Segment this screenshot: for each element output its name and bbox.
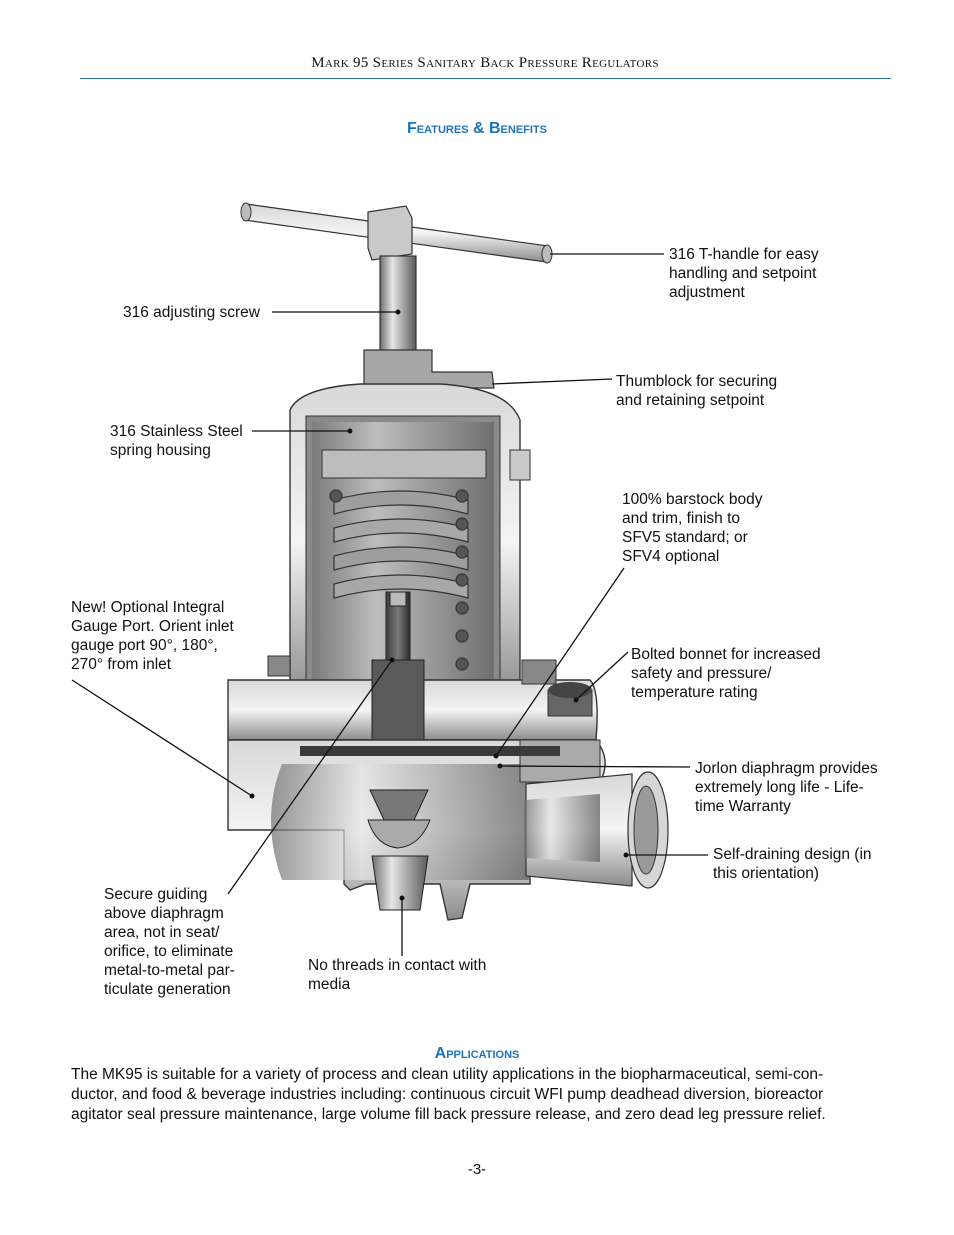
- applications-paragraph: The MK95 is suitable for a variety of pr…: [71, 1066, 826, 1123]
- thumblock-shape: [363, 349, 495, 389]
- features-title: Features & Benefits: [407, 120, 547, 137]
- spring-coils: [329, 489, 469, 671]
- page-number: -3-: [467, 1161, 487, 1178]
- callout-adjusting-screw: 316 adjusting screw: [123, 304, 260, 321]
- callout-leader-lines: [71, 253, 708, 956]
- header-rule: [80, 78, 891, 79]
- t-handle-shape: [240, 202, 553, 264]
- diaphragm-shape: [300, 746, 560, 756]
- page-header-title: Mark 95 Series Sanitary Back Pressure Re…: [311, 55, 659, 71]
- applications-title: Applications: [434, 1045, 520, 1062]
